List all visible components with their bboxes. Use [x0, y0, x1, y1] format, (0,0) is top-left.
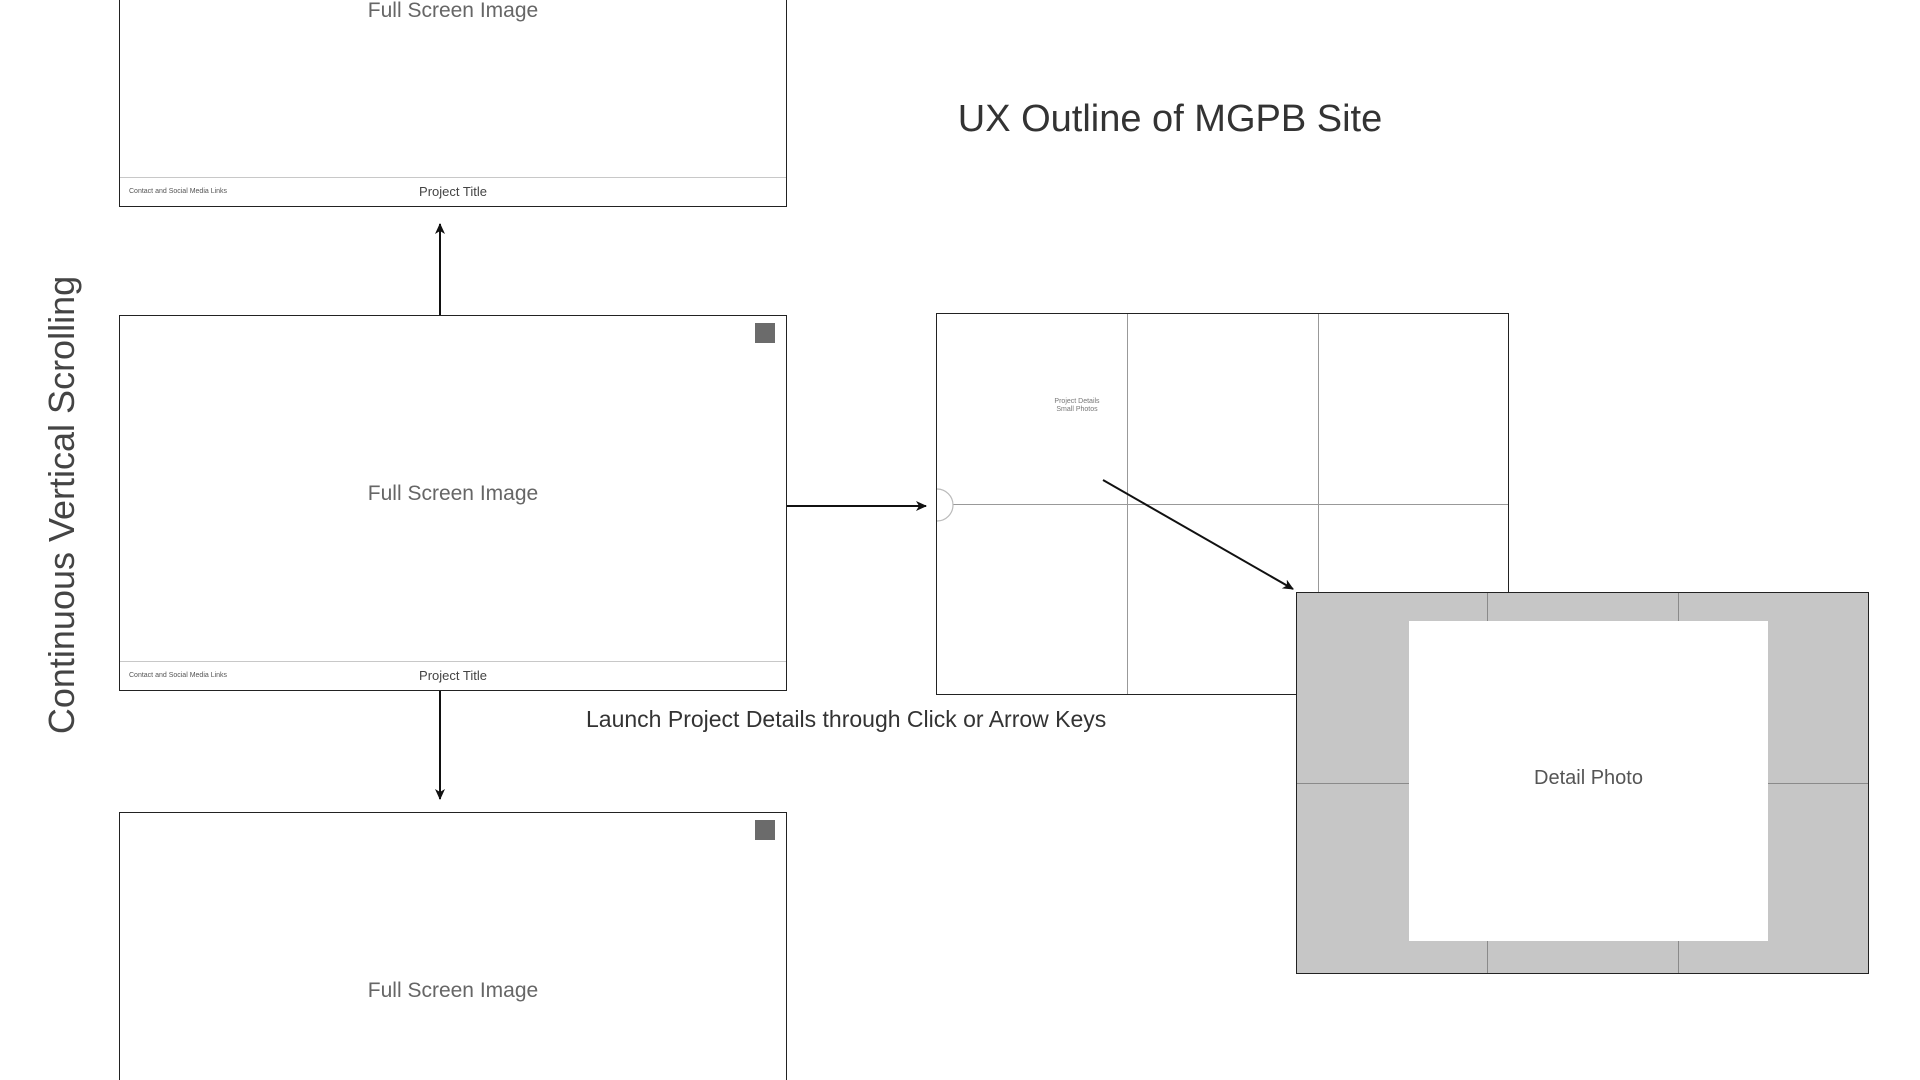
frame-top: Full Screen Image Contact and Social Med… — [119, 0, 787, 207]
grid-line — [937, 504, 1508, 505]
frame-bottom: Full Screen Image — [119, 812, 787, 1080]
frame-middle: Full Screen Image Contact and Social Med… — [119, 315, 787, 691]
corner-square-icon — [755, 323, 775, 343]
footer-links-text: Contact and Social Media Links — [129, 672, 228, 679]
launch-details-label: Launch Project Details through Click or … — [586, 706, 1107, 732]
detail-photo: Detail Photo — [1409, 621, 1768, 941]
corner-square-icon — [755, 820, 775, 840]
project-details-label: Project Details Small Photos — [1054, 398, 1100, 413]
diagram-title: UX Outline of MGPB Site — [957, 98, 1383, 140]
frame-middle-footer: Contact and Social Media Links Project T… — [120, 661, 786, 690]
detail-photo-label: Detail Photo — [1534, 767, 1643, 789]
footer-links-text: Contact and Social Media Links — [129, 188, 228, 195]
half-circle-handle — [937, 488, 954, 522]
frame-bottom-label: Full Screen Image — [367, 979, 539, 1002]
footer-project-title: Project Title — [419, 184, 487, 199]
project-details-grid: Project Details Small Photos — [936, 313, 1509, 695]
footer-project-title: Project Title — [419, 668, 487, 683]
frame-top-label: Full Screen Image — [367, 0, 539, 22]
arrow-diagonal — [1102, 479, 1294, 590]
detail-photo-panel: Detail Photo — [1296, 592, 1869, 974]
frame-middle-label: Full Screen Image — [367, 482, 539, 505]
frame-top-footer: Contact and Social Media Links Project T… — [120, 177, 786, 206]
